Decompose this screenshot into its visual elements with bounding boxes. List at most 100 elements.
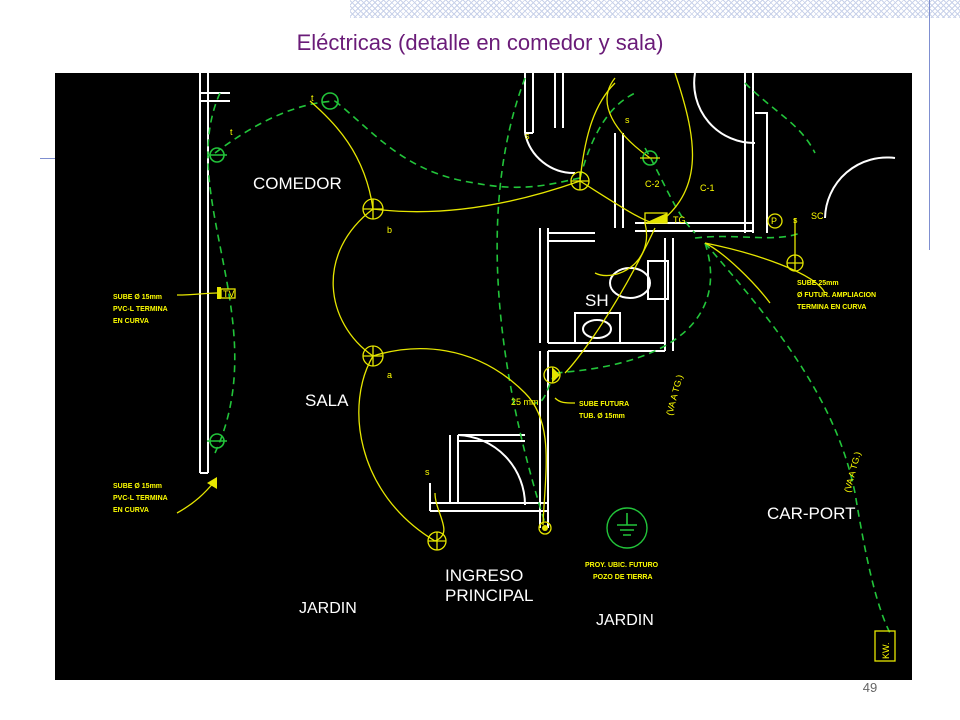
wall-sh-left: [539, 228, 549, 343]
room-comedor: COMEDOR: [253, 174, 342, 193]
conduit-left: [207, 92, 236, 454]
circuit-a-right: [372, 348, 547, 526]
note-future-1: SUBE FUTURA: [579, 401, 629, 408]
wall-kitchen: [614, 133, 624, 228]
room-sala: SALA: [305, 391, 349, 410]
tg-box: [644, 212, 668, 224]
leader-right: [704, 242, 771, 304]
note-right-3: TERMINA EN CURVA: [797, 304, 866, 311]
p-box: [767, 213, 783, 229]
toilet-tank: [647, 260, 669, 300]
tv-box: [220, 288, 236, 299]
light-comedor-cross: [571, 172, 589, 190]
sink-basin: [582, 319, 612, 339]
bell-outlet-dot: [542, 525, 548, 531]
door-swing-right: [693, 73, 756, 145]
circuit-b-right: [372, 180, 581, 213]
conduit-tg: [644, 147, 696, 234]
conduit-upper-right: [579, 92, 636, 179]
ann-s2: s: [625, 115, 630, 125]
note-tv-1: SUBE Ø 15mm: [113, 294, 162, 301]
kwh-meter-box: [874, 630, 896, 662]
ann-s4: s: [793, 215, 798, 225]
ann-sc: SC: [811, 211, 824, 221]
page-number: 49: [862, 680, 878, 695]
note-future-2: TUB. Ø 15mm: [579, 413, 625, 420]
light-a-cross: [363, 346, 383, 366]
ann-s1: s: [525, 131, 530, 141]
wall-entrance-door: [458, 434, 525, 442]
wall-left-top: [200, 92, 230, 102]
ground-pit-icon: [606, 507, 648, 549]
future-outlet-fill: [552, 367, 560, 383]
yellow-circuits: [176, 73, 826, 542]
light-ingreso-cross: [428, 532, 446, 550]
ann-b: b: [387, 225, 392, 235]
toilet-bowl: [609, 267, 651, 299]
wall-sh-top: [548, 232, 595, 242]
slide-rule-horizontal: [40, 158, 58, 159]
wall-entrance-right: [539, 351, 549, 528]
note-right-1: SUBE 25mm: [797, 280, 839, 287]
conduit-sc: [694, 232, 801, 239]
ann-t1: t: [230, 127, 233, 137]
bell-outlet: [538, 521, 552, 535]
wall-top-sh: [635, 222, 753, 232]
room-jardin-right: JARDIN: [596, 612, 654, 629]
wall-sh-right: [664, 238, 674, 351]
conduit-comedor: [334, 100, 581, 189]
conduit-center: [496, 77, 546, 524]
leader-tv: [176, 292, 218, 296]
ann-p: P: [771, 216, 777, 226]
slide-title: Eléctricas (detalle en comedor y sala): [296, 30, 664, 55]
door-swing-entrance: [457, 434, 527, 506]
wall-right: [744, 73, 754, 233]
wall-left: [199, 73, 209, 474]
room-car-port: CAR-PORT: [767, 504, 855, 523]
circuit-right: [704, 242, 826, 294]
tv-outlet: [217, 287, 221, 299]
wall-right-2: [755, 112, 768, 233]
room-jardin-left: JARDIN: [299, 600, 357, 617]
walls: [199, 73, 896, 528]
conduit-top-right: [744, 82, 816, 154]
circuit-a-bottom: [358, 355, 436, 542]
circuit-c1-top: [606, 77, 651, 159]
ann-meter: 25 mm: [511, 397, 539, 407]
fixtures: [207, 92, 896, 662]
wall-upper-mid: [524, 73, 534, 134]
note-tv-2: PVC-L TERMINA: [113, 306, 168, 313]
wall-entrance-bottom: [429, 483, 548, 512]
slide-rule-vertical: [929, 0, 930, 250]
note-low-3: EN CURVA: [113, 507, 149, 514]
light-carport-cross: [787, 255, 803, 271]
note-low-2: PVC-L TERMINA: [113, 495, 168, 502]
room-sh: SH: [585, 291, 609, 310]
wall-sh-bottom: [548, 342, 665, 352]
door-swing-upper: [524, 132, 576, 175]
circuit-c1: [664, 73, 694, 219]
wall-entrance-inner: [449, 435, 459, 503]
ann-a: a: [387, 370, 392, 380]
ann-s3: s: [425, 467, 430, 477]
circuit-a-switch: [434, 492, 445, 542]
ground-symbol: [617, 513, 637, 536]
tg-panel: [645, 213, 667, 223]
green-conduits: [207, 77, 891, 634]
header-hatch-band: [350, 0, 960, 18]
conduit-sala: [554, 242, 712, 374]
ann-kwh: KW.: [881, 642, 891, 659]
leader-low: [176, 480, 216, 514]
light-b-cross: [363, 199, 383, 219]
electrical-floor-plan: COMEDOR SALA SH CAR-PORT INGRESO PRINCIP…: [55, 73, 912, 680]
note-right-2: Ø FUTUR. AMPLIACION: [797, 292, 876, 299]
ann-tg: TG: [673, 215, 686, 225]
room-ingreso-line1: INGRESO: [445, 566, 523, 585]
note-ground-1: PROY. UBIC. FUTURO: [585, 562, 659, 569]
circuit-b-sala: [332, 208, 374, 357]
room-ingreso-line2: PRINCIPAL: [445, 586, 534, 605]
sink: [574, 312, 621, 344]
ann-vaatg-1: (VA A TG.): [664, 374, 684, 417]
floor-plan-drawing: COMEDOR SALA SH CAR-PORT INGRESO PRINCIP…: [113, 73, 896, 662]
wall-upper-mid-2: [554, 73, 564, 128]
